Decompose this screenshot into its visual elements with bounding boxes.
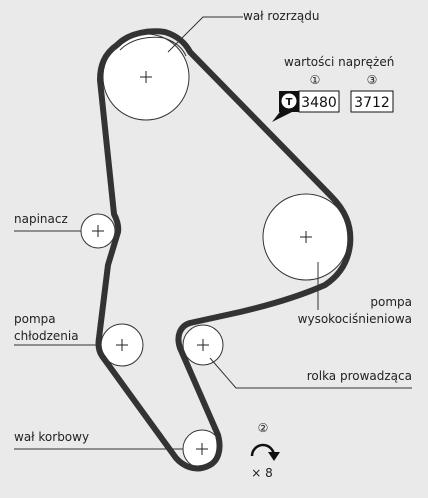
idler-label: rolka prowadząca	[307, 369, 412, 383]
tension-marker-3: ③	[367, 73, 378, 87]
timing-belt	[95, 28, 354, 472]
camshaft-label: wał rozrządu	[243, 9, 320, 23]
tension-value-1-box	[298, 90, 340, 113]
hp-pump-label-line1: pompa	[370, 295, 412, 309]
rotation-marker-2: ②	[258, 421, 269, 435]
water-pump-label-line2: chłodzenia	[14, 329, 79, 343]
hp-pump-label-line2: wysokociśnieniowa	[298, 312, 412, 326]
tool-badge-circle	[281, 93, 297, 109]
leader-lines	[14, 16, 412, 450]
crankshaft-label: wał korbowy	[14, 430, 89, 444]
tool-letter: T	[286, 97, 293, 108]
tension-title: wartości naprężeń	[284, 55, 394, 69]
belt-inner-line	[119, 36, 187, 57]
pulley-center-marks	[92, 71, 312, 455]
water-pump-label-line1: pompa	[14, 312, 56, 326]
tensioner-label: napinacz	[14, 212, 68, 226]
tension-value-3-box	[350, 90, 394, 113]
tension-value-1: 3480	[301, 95, 337, 111]
tension-marker-1: ①	[310, 73, 321, 87]
tension-value-3: 3712	[354, 95, 390, 111]
rotate-clockwise-icon	[250, 443, 280, 461]
rotation-count: × 8	[251, 466, 273, 480]
